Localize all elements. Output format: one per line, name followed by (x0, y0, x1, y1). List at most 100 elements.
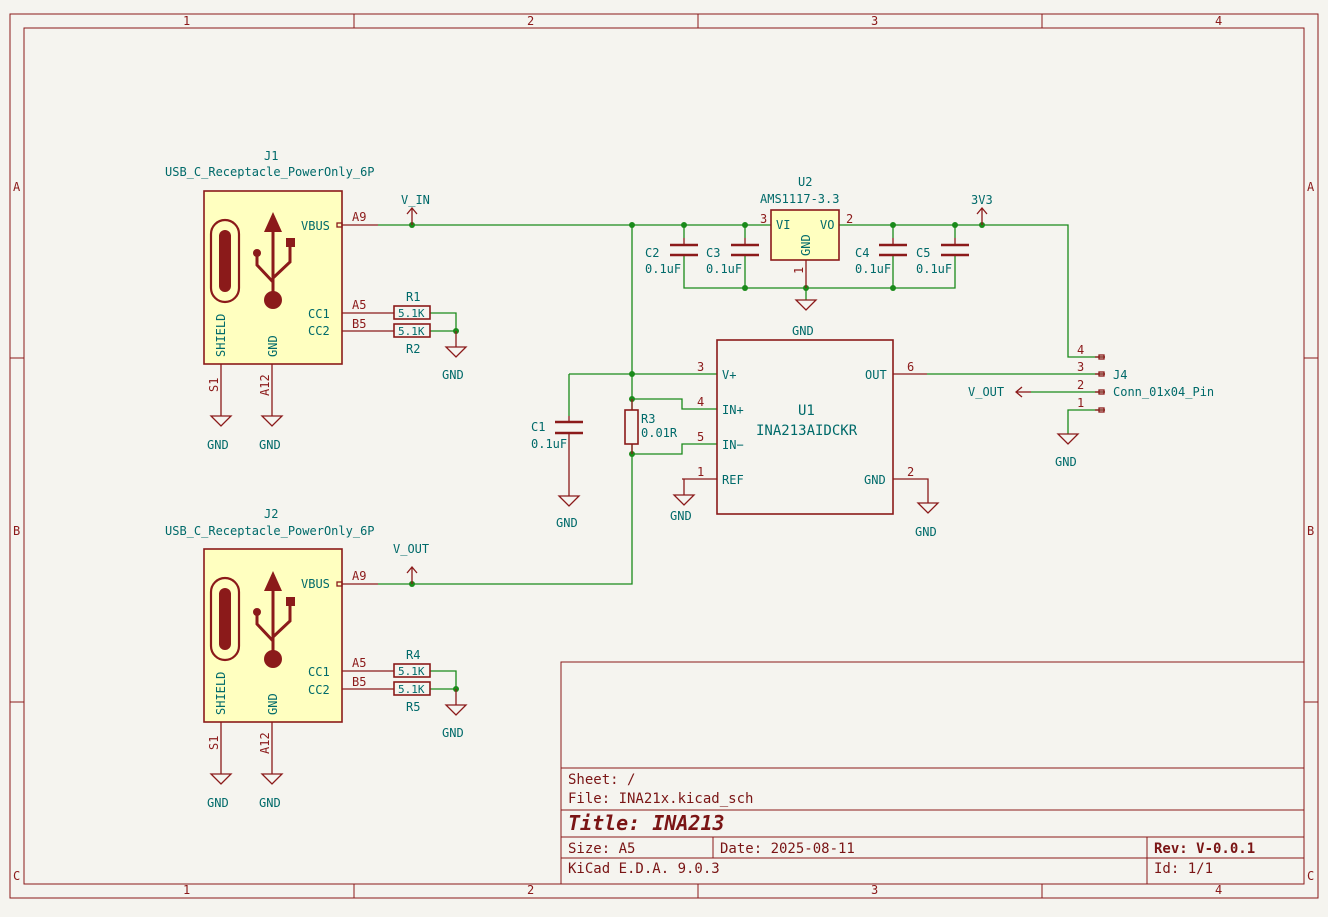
j1-num-b5: B5 (352, 317, 366, 331)
row-label-c: C (13, 869, 20, 883)
col-label-2: 2 (527, 14, 534, 28)
u1-num-out: 6 (907, 360, 914, 374)
j2-pin-gnd: GND (266, 693, 280, 715)
gnd-label-j1-gnd: GND (259, 438, 281, 452)
gnd-symbols (209, 299, 1080, 785)
c4-ref: C4 (855, 246, 869, 260)
resistor-r3[interactable]: R3 0.01R (624, 399, 678, 454)
u2-num-vo: 2 (846, 212, 853, 226)
tb-rev: Rev: V-0.0.1 (1154, 841, 1255, 857)
resistor-r1[interactable]: R1 5.1K (393, 290, 431, 320)
tb-size: Size: A5 (568, 841, 635, 857)
u1-pin-ref: REF (722, 473, 744, 487)
tb-title: Title: INA213 (568, 811, 725, 835)
u2-ref: U2 (798, 175, 812, 189)
u1-value: INA213AIDCKR (756, 423, 858, 439)
cap-plates (555, 243, 969, 435)
inner-frame (23, 27, 1305, 885)
title-block: Sheet: / File: INA21x.kicad_sch Title: I… (560, 661, 1305, 885)
c3-ref: C3 (706, 246, 720, 260)
net-v-in: V_IN (401, 193, 430, 207)
j2-ref: J2 (264, 507, 278, 521)
tb-date: Date: 2025-08-11 (720, 841, 855, 857)
u1-num-gnd: 2 (907, 465, 914, 479)
connector-j1[interactable]: J1 USB_C_Receptacle_PowerOnly_6P VBUS CC… (165, 149, 394, 416)
r5-value: 5.1K (398, 683, 425, 696)
r1-ref: R1 (406, 290, 420, 304)
c3-value: 0.1uF (706, 262, 742, 276)
j1-num-a12: A12 (258, 374, 272, 396)
r2-value: 5.1K (398, 325, 425, 338)
resistor-r4[interactable]: R4 5.1K (393, 648, 431, 678)
u2-value: AMS1117-3.3 (760, 192, 839, 206)
amplifier-u1[interactable]: U1 INA213AIDCKR V+ IN+ IN− REF OUT GND 3… (697, 339, 927, 515)
u1-num-inp: 4 (697, 395, 704, 409)
u1-pin-out: OUT (865, 368, 887, 382)
c2-value: 0.1uF (645, 262, 681, 276)
gnd-label-j1-shield: GND (207, 438, 229, 452)
j1-num-s1: S1 (207, 378, 221, 392)
column-ticks (10, 14, 1318, 898)
col-label-1-bottom: 1 (183, 883, 190, 897)
connector-j4[interactable]: 4 3 2 1 J4 Conn_01x04_Pin (1077, 343, 1214, 413)
u2-num-gnd: 1 (792, 267, 806, 274)
u2-pin-vi: VI (776, 218, 790, 232)
r2-ref: R2 (406, 342, 420, 356)
j2-num-s1: S1 (207, 736, 221, 750)
u1-num-vp: 3 (697, 360, 704, 374)
j2-pin-shield: SHIELD (214, 672, 228, 715)
j4-pin-1: 1 (1077, 396, 1084, 410)
regulator-u2[interactable]: U2 AMS1117-3.3 VI VO GND 3 2 1 (760, 175, 853, 288)
j1-pin-shield: SHIELD (214, 314, 228, 357)
u1-pin-vp: V+ (722, 368, 736, 382)
j2-num-a12: A12 (258, 732, 272, 754)
wires (378, 224, 1105, 690)
gnd-label-r4r5: GND (442, 726, 464, 740)
j1-pin-cc1: CC1 (308, 307, 330, 321)
r5-ref: R5 (406, 700, 420, 714)
r4-value: 5.1K (398, 665, 425, 678)
c5-ref: C5 (916, 246, 930, 260)
resistor-r5[interactable]: 5.1K R5 (393, 681, 431, 714)
j1-usb-c-shape (209, 218, 241, 304)
u1-ref: U1 (798, 403, 815, 419)
tb-sheet: Sheet: / (568, 772, 635, 788)
j1-ref: J1 (264, 149, 278, 163)
u1-num-inn: 5 (697, 430, 704, 444)
j2-pin-vbus: VBUS (301, 577, 330, 591)
u1-pin-inn: IN− (722, 438, 744, 452)
col-label-3: 3 (871, 14, 878, 28)
tb-id: Id: 1/1 (1154, 861, 1213, 877)
gnd-labels: GND GND GND GND GND GND GND GND GND GND … (207, 324, 1077, 810)
gnd-label-r1r2: GND (442, 368, 464, 382)
c2-ref: C2 (645, 246, 659, 260)
j4-pin-3: 3 (1077, 360, 1084, 374)
gnd-label-u2: GND (792, 324, 814, 338)
resistor-r2[interactable]: 5.1K R2 (393, 323, 431, 356)
col-label-4: 4 (1215, 14, 1222, 28)
r4-ref: R4 (406, 648, 420, 662)
gnd-label-j2-gnd: GND (259, 796, 281, 810)
j2-value: USB_C_Receptacle_PowerOnly_6P (165, 524, 375, 538)
gnd-label-u1-gnd: GND (915, 525, 937, 539)
j2-pin-cc2: CC2 (308, 683, 330, 697)
gnd-label-u1-ref: GND (670, 509, 692, 523)
j2-num-a9: A9 (352, 569, 366, 583)
j4-value: Conn_01x04_Pin (1113, 385, 1214, 399)
row-label-a-right: A (1307, 180, 1315, 194)
row-label-b-right: B (1307, 524, 1314, 538)
net-v-out-j4: V_OUT (968, 385, 1004, 399)
outer-frame (9, 13, 1319, 899)
gnd-label-j4: GND (1055, 455, 1077, 469)
j2-pin-cc1: CC1 (308, 665, 330, 679)
c4-value: 0.1uF (855, 262, 891, 276)
r1-value: 5.1K (398, 307, 425, 320)
j1-pin-gnd: GND (266, 335, 280, 357)
j4-pin-4: 4 (1077, 343, 1084, 357)
connector-j2[interactable]: J2 USB_C_Receptacle_PowerOnly_6P VBUS CC… (165, 507, 394, 774)
tb-tool: KiCad E.D.A. 9.0.3 (568, 861, 720, 877)
j2-num-a5: A5 (352, 656, 366, 670)
row-label-a: A (13, 180, 21, 194)
u1-pin-gnd: GND (864, 473, 886, 487)
j2-num-b5: B5 (352, 675, 366, 689)
